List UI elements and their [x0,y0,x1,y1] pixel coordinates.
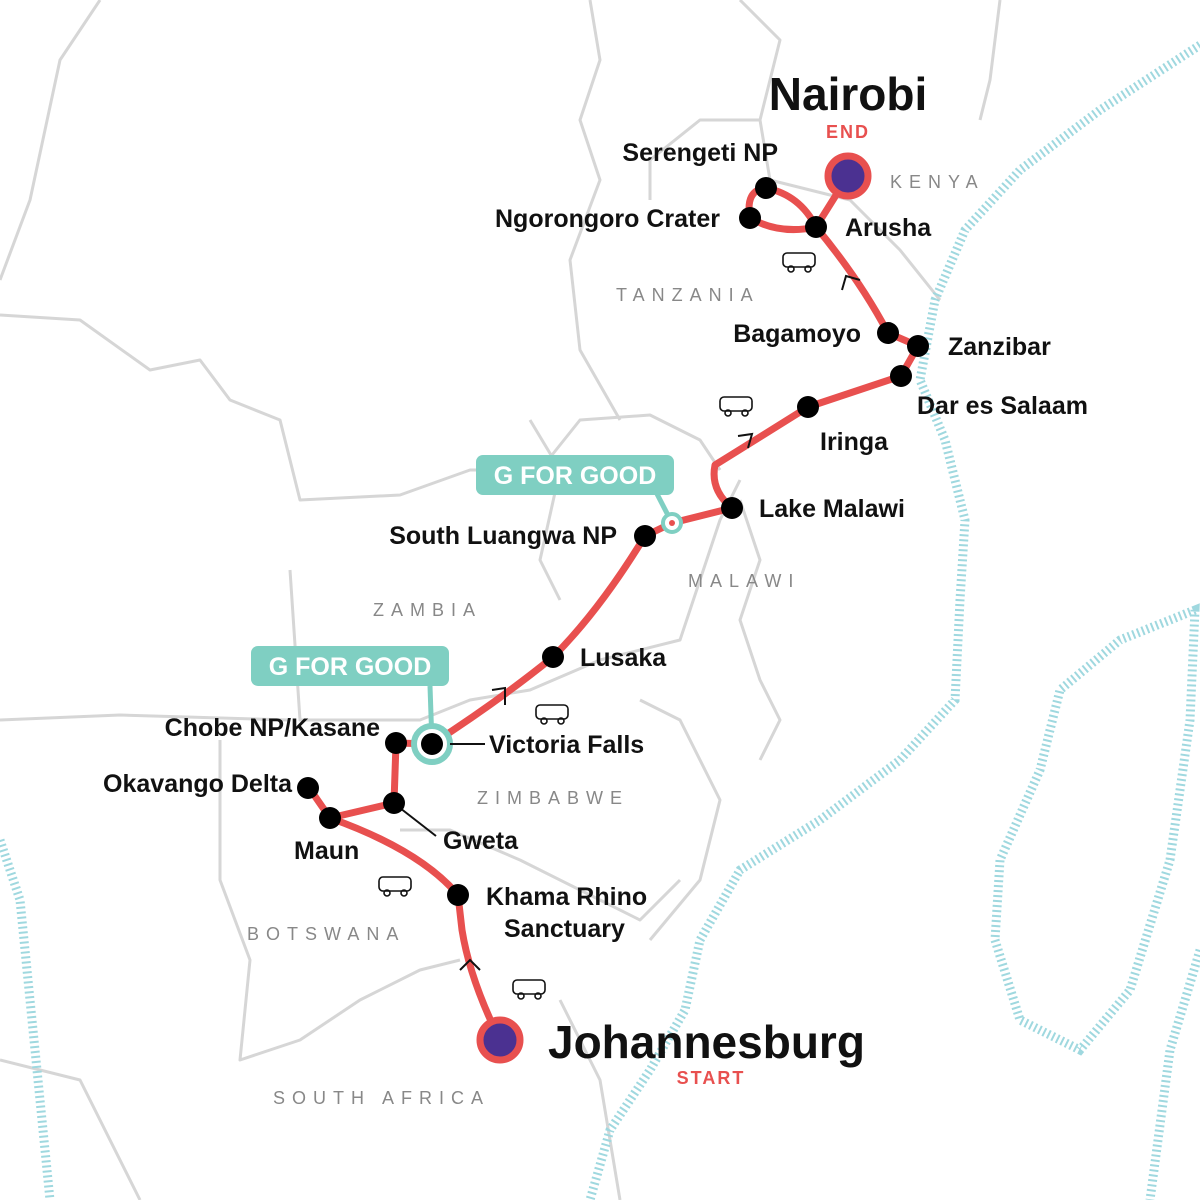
bus-icon [512,979,546,1000]
badge-label: G FOR GOOD [494,462,657,490]
direction-arrow-icon [737,432,754,449]
country-label: SOUTH AFRICA [273,1088,490,1108]
country-borders [0,0,1002,1200]
stop-marker[interactable] [542,646,564,668]
end-tag: END [826,122,870,142]
country-label: KENYA [890,172,985,192]
start-tag: START [677,1068,746,1088]
g-for-good-badge[interactable]: G FOR GOOD [251,646,453,765]
stop-label: Okavango Delta [103,770,293,798]
stop-marker[interactable] [634,525,656,547]
stop-label: South Luangwa NP [389,522,617,550]
country-label: ZIMBABWE [477,788,629,808]
stop-marker[interactable] [797,396,819,418]
stop-label: Ngorongoro Crater [495,205,720,233]
stop-marker[interactable] [421,733,443,755]
transport-icons [378,252,816,1000]
stop-label: Lake Malawi [759,495,905,523]
bus-icon [719,396,753,417]
stops [297,177,929,906]
stop-label: Lusaka [580,644,667,672]
stop-marker[interactable] [907,335,929,357]
direction-arrow-icon [841,274,861,291]
stop-label: Khama Rhino [486,883,647,911]
end-marker[interactable] [824,152,872,200]
coastline [0,41,1200,1200]
stop-marker[interactable] [385,732,407,754]
stop-marker[interactable] [890,365,912,387]
badge-label: G FOR GOOD [269,653,432,681]
country-label: MALAWI [688,571,800,591]
stop-marker[interactable] [319,807,341,829]
stop-label: Serengeti NP [622,139,778,167]
bus-icon [782,252,816,273]
stop-label: Iringa [820,428,889,456]
stop-label: Victoria Falls [489,731,644,759]
country-label: ZAMBIA [373,600,482,620]
stop-marker[interactable] [721,497,743,519]
stop-label: Gweta [443,827,519,855]
stop-label: Chobe NP/Kasane [165,714,380,742]
country-label: TANZANIA [616,285,760,305]
stop-marker[interactable] [805,216,827,238]
bus-icon [535,704,569,725]
stop-marker[interactable] [755,177,777,199]
start-city-label: Johannesburg [548,1016,865,1068]
bus-icon [378,876,412,897]
end-city-label: Nairobi [769,68,927,120]
direction-arrow-icon [491,686,506,705]
start-marker[interactable] [476,1016,524,1064]
stop-label: Maun [294,837,359,865]
stop-label: Zanzibar [948,333,1051,361]
stop-marker[interactable] [739,207,761,229]
stop-label: Arusha [845,214,932,242]
stop-marker[interactable] [877,322,899,344]
stop-marker[interactable] [383,792,405,814]
direction-arrow-icon [459,958,481,971]
direction-arrows [459,274,861,971]
stop-label: Bagamoyo [733,320,861,348]
country-label: BOTSWANA [247,924,405,944]
stop-label: Sanctuary [504,915,625,943]
stop-label: Dar es Salaam [917,392,1088,420]
stop-marker[interactable] [297,777,319,799]
g-for-good-badge[interactable]: G FOR GOOD [476,455,683,534]
stop-marker[interactable] [447,884,469,906]
